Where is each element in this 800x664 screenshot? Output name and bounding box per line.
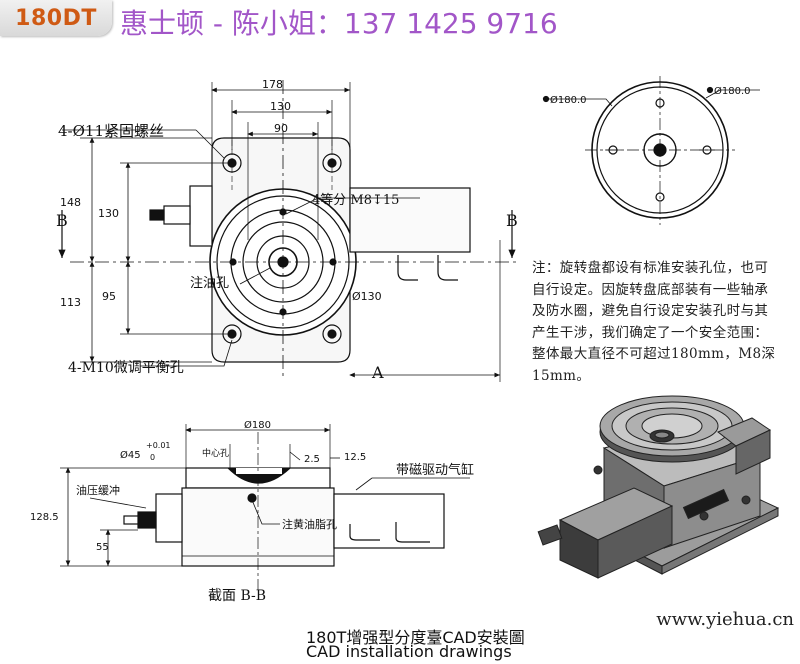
circle-dim-left: Ø180.0 bbox=[550, 94, 587, 106]
product-illustration bbox=[537, 395, 780, 579]
oil-hole-label: 注油孔 bbox=[190, 276, 229, 291]
thread-label: 4等分 M8↧15 bbox=[312, 192, 399, 208]
model-badge-text: 180DT bbox=[15, 5, 97, 31]
dim-90: 90 bbox=[274, 122, 288, 135]
mount-circle-view bbox=[542, 76, 760, 225]
dim-95: 95 bbox=[102, 290, 116, 303]
tolerance-upper: +0.01 bbox=[146, 441, 171, 450]
circle-dim-right: Ø180.0 bbox=[714, 85, 751, 97]
dim-130: 130 bbox=[270, 100, 291, 113]
dim-55: 55 bbox=[96, 542, 109, 553]
installation-note: 注：旋转盘都设有标准安装孔位，也可自行设定。因旋转盘底部装有一些轴承及防水圈，避… bbox=[532, 260, 776, 384]
dim-dia-180: Ø180 bbox=[244, 419, 271, 431]
air-cylinder-label: 带磁驱动气缸 bbox=[396, 462, 474, 478]
drawing-title-en: CAD installation drawings bbox=[306, 642, 512, 661]
section-mark-left: B bbox=[56, 211, 68, 230]
model-badge: 180DT bbox=[0, 0, 112, 36]
drawing-title-cn: 180T增强型分度臺CAD安裝圖 bbox=[306, 628, 525, 647]
section-b-b-view bbox=[60, 424, 470, 590]
dim-dia-45: Ø45 bbox=[120, 449, 141, 461]
top-view bbox=[58, 80, 520, 382]
tolerance-lower: 0 bbox=[150, 453, 155, 462]
dim-178: 178 bbox=[262, 78, 283, 91]
air-cylinder bbox=[349, 187, 471, 253]
dim-130-vertical: 130 bbox=[98, 207, 119, 220]
oil-buffer-label: 油压缓冲 bbox=[76, 483, 120, 497]
dim-128-5: 128.5 bbox=[30, 512, 59, 523]
dia-130-label: Ø130 bbox=[352, 290, 382, 303]
grease-hole-label: 注黄油脂孔 bbox=[282, 517, 337, 531]
dim-12-5: 12.5 bbox=[344, 452, 366, 463]
section-title: 截面 B-B bbox=[208, 588, 266, 604]
dim-113: 113 bbox=[60, 296, 81, 309]
contact-line: 惠士顿 - 陈小姐：137 1425 9716 bbox=[120, 7, 558, 40]
section-mark-right: B bbox=[506, 211, 518, 230]
dim-148: 148 bbox=[60, 196, 81, 209]
site-watermark: www.yiehua.cn bbox=[656, 609, 794, 630]
bolt-label: 4-Ø11紧固螺丝 bbox=[58, 122, 164, 140]
level-label: 4-M10微调平衡孔 bbox=[68, 360, 184, 376]
dim-a-label: A bbox=[371, 363, 384, 382]
dim-2-5: 2.5 bbox=[304, 454, 320, 465]
center-hole-label: 中心孔 bbox=[202, 447, 229, 459]
